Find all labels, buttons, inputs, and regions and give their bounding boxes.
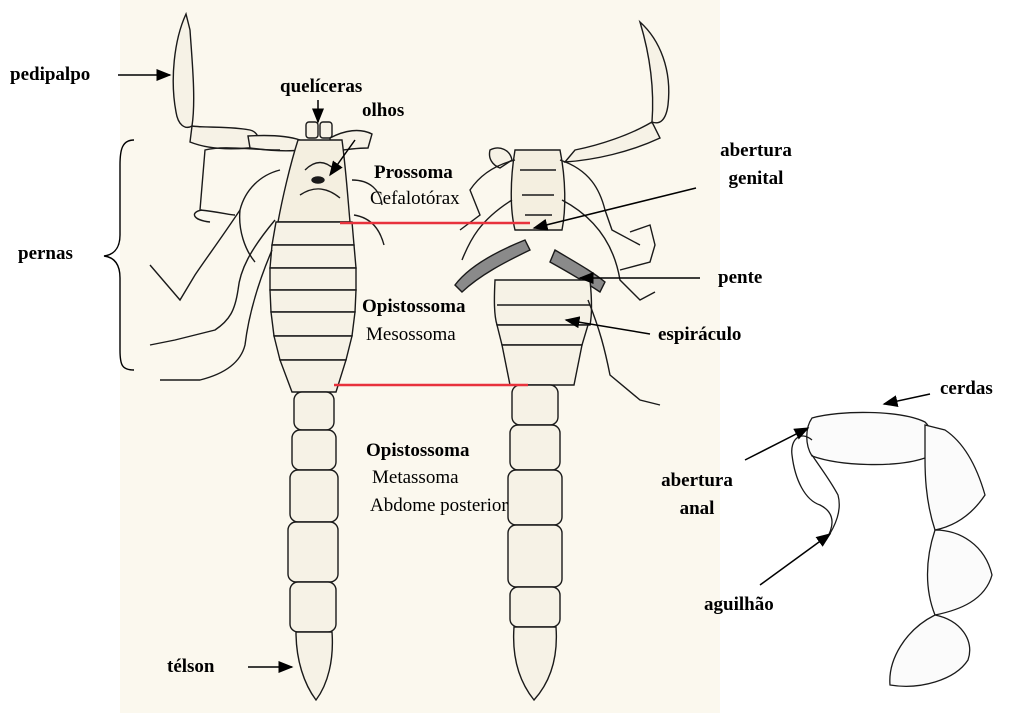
label-espiraculo: espiráculo <box>658 324 741 346</box>
label-cefalotorax: Cefalotórax <box>370 188 460 210</box>
label-abdome-posterior: Abdome posterior <box>370 495 508 517</box>
label-pedipalpo: pedipalpo <box>10 64 90 86</box>
label-abertura-anal-line2: anal <box>650 498 744 520</box>
label-telson: télson <box>167 656 215 678</box>
paper-background <box>120 0 720 713</box>
label-abertura-genital-line2: genital <box>706 168 806 190</box>
label-prossoma: Prossoma <box>374 162 453 184</box>
cerdas-arrow <box>884 394 930 404</box>
aguilhao-arrow <box>760 534 830 585</box>
label-metassoma: Metassoma <box>372 467 459 489</box>
label-opistossoma-mesossoma: Opistossoma <box>362 296 465 318</box>
label-abertura-anal-line1: abertura <box>650 470 744 492</box>
label-mesossoma: Mesossoma <box>366 324 456 346</box>
tail-detail-drawing <box>792 412 992 686</box>
label-olhos: olhos <box>362 100 404 122</box>
label-aguilhao: aguilhão <box>704 594 774 616</box>
label-pente: pente <box>718 267 762 289</box>
abertura-anal-arrow <box>745 428 808 460</box>
label-cerdas: cerdas <box>940 378 993 400</box>
label-abertura-genital-line1: abertura <box>706 140 806 162</box>
label-pernas: pernas <box>18 243 73 265</box>
label-opistossoma-metassoma: Opistossoma <box>366 440 469 462</box>
label-queliceras: quelíceras <box>280 76 362 98</box>
